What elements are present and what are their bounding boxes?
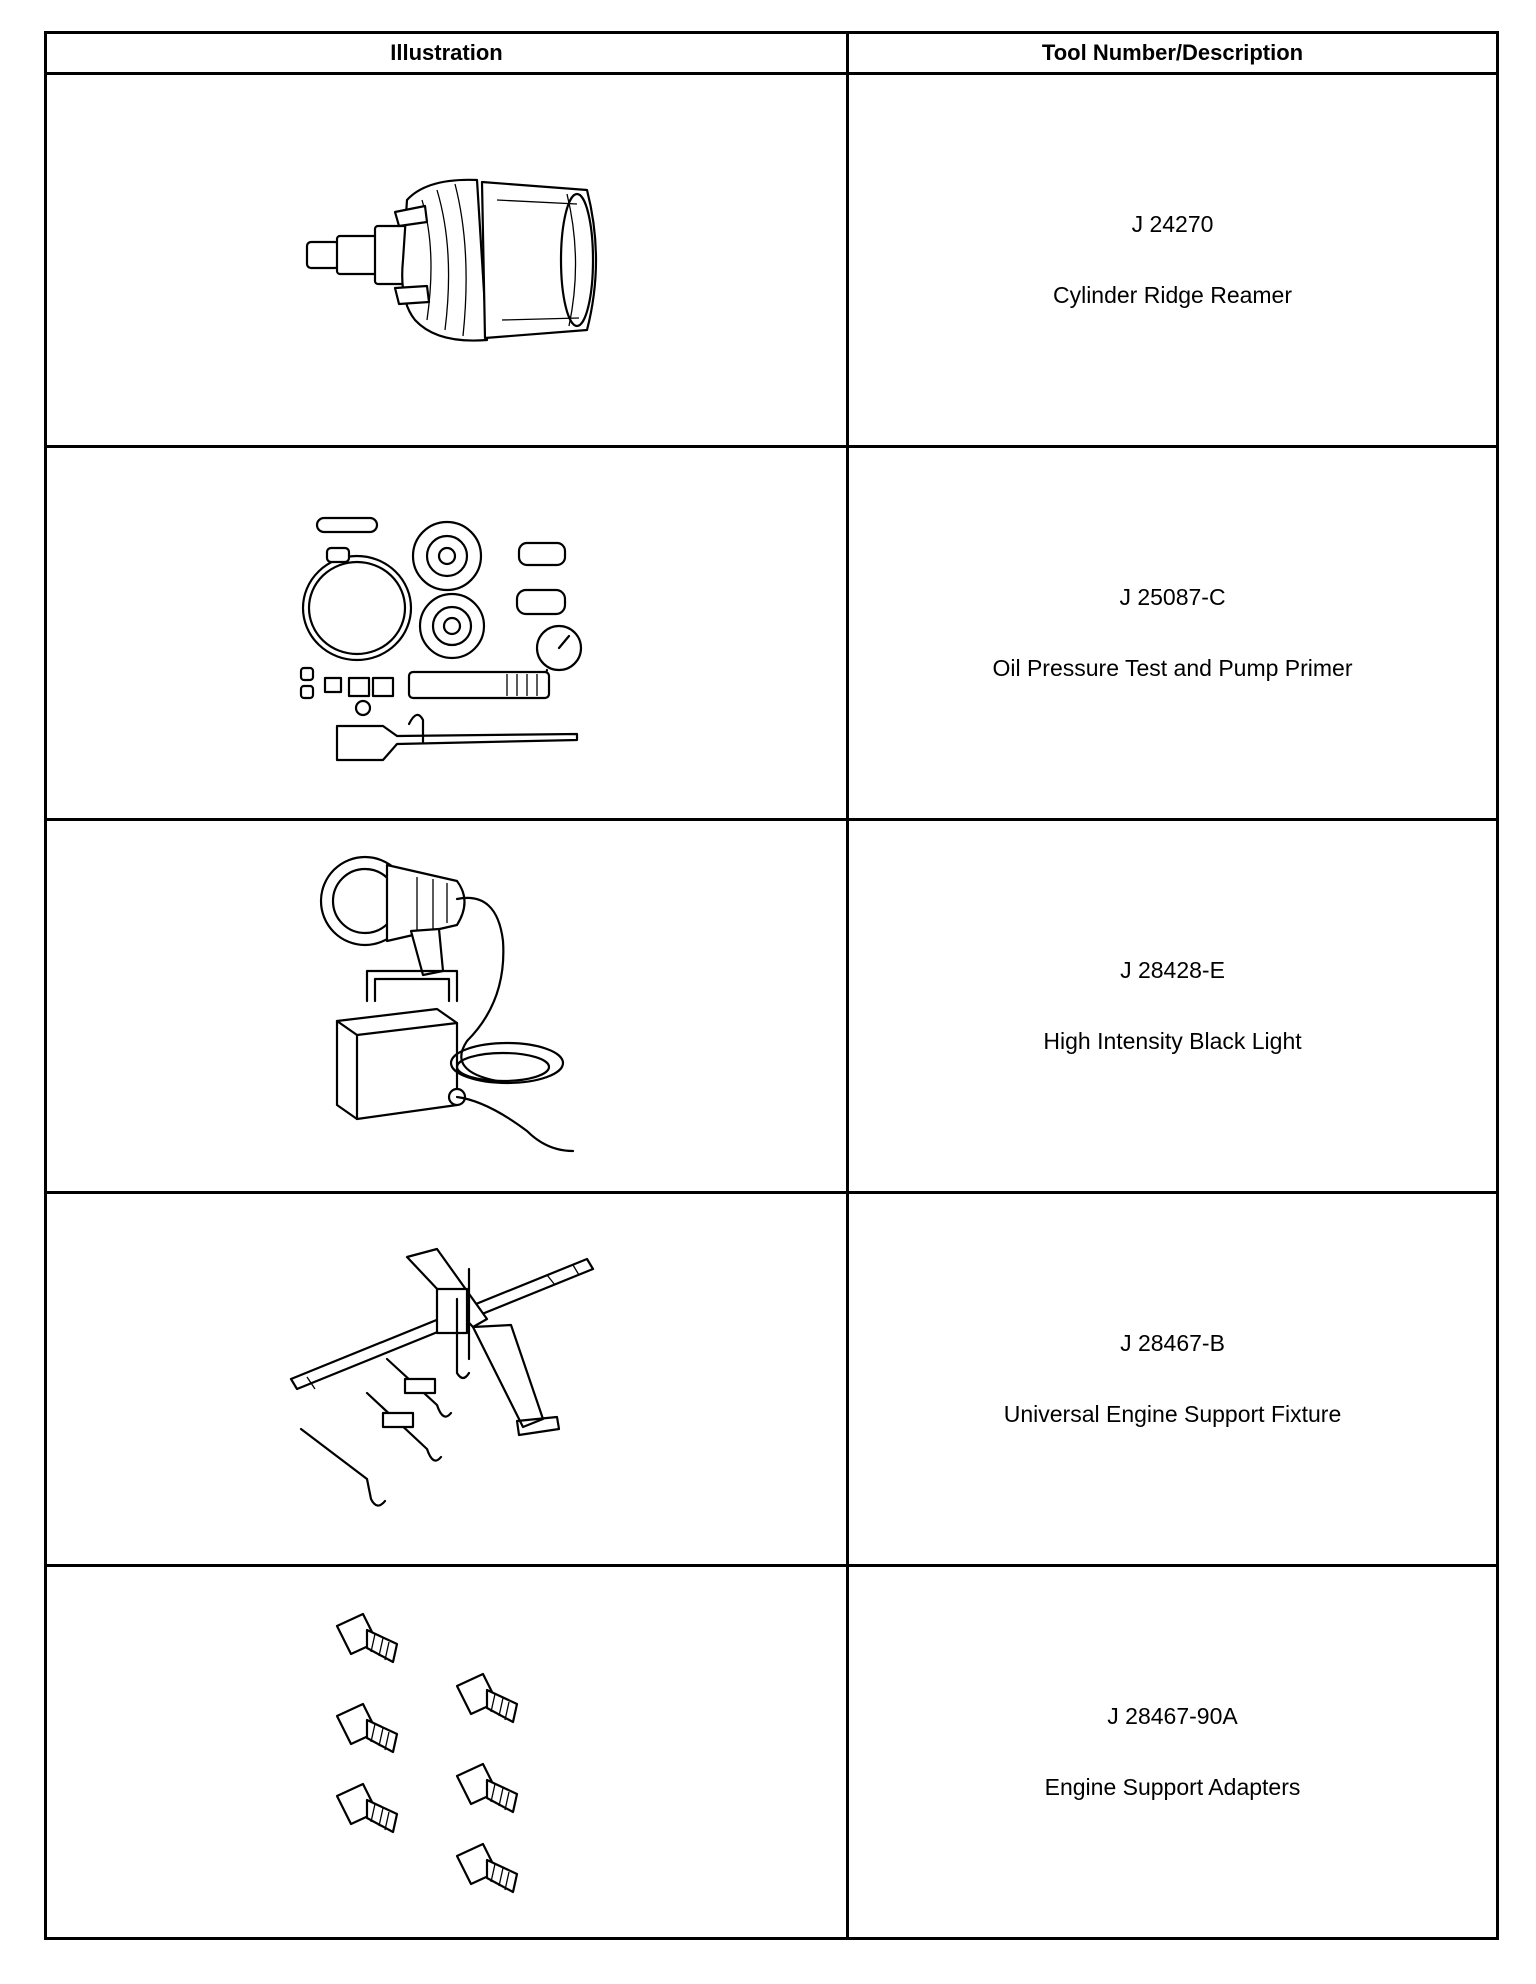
tool-description: Engine Support Adapters (1044, 1774, 1301, 1800)
ridge-reamer-illustration (305, 178, 597, 342)
illustration-cell (44, 1564, 849, 1940)
adapter-bolt (455, 1672, 518, 1724)
tool-number: J 28467-B (1120, 1330, 1225, 1356)
tool-description: Universal Engine Support Fixture (1003, 1401, 1342, 1427)
illustration-cell (44, 445, 849, 821)
illustration-cell (44, 1191, 849, 1567)
adapter-bolt (455, 1842, 518, 1894)
illustration-cell (44, 72, 849, 448)
adapter-bolt (335, 1782, 398, 1834)
table-row: J 24270 Cylinder Ridge Reamer (44, 72, 1499, 448)
table-row: J 25087-C Oil Pressure Test and Pump Pri… (44, 445, 1499, 821)
tool-description: Oil Pressure Test and Pump Primer (992, 655, 1353, 681)
tool-number: J 28467-90A (1107, 1703, 1238, 1729)
tool-description: High Intensity Black Light (1043, 1028, 1302, 1054)
tool-cell: J 28467-B Universal Engine Support Fixtu… (846, 1191, 1499, 1567)
tool-number: J 28428-E (1120, 957, 1225, 983)
tool-cell: J 28467-90A Engine Support Adapters (846, 1564, 1499, 1940)
table-row: J 28428-E High Intensity Black Light (44, 818, 1499, 1194)
tool-cell: J 24270 Cylinder Ridge Reamer (846, 72, 1499, 448)
adapter-bolt (335, 1612, 398, 1664)
header-illustration: Illustration (44, 31, 849, 75)
tool-cell: J 28428-E High Intensity Black Light (846, 818, 1499, 1194)
engine-adapters-illustration (335, 1612, 518, 1894)
tool-cell: J 25087-C Oil Pressure Test and Pump Pri… (846, 445, 1499, 821)
table-header-row: Illustration Tool Number/Description (44, 31, 1499, 75)
tool-number: J 25087-C (1119, 584, 1226, 610)
adapter-bolt (335, 1702, 398, 1754)
adapter-bolt (455, 1762, 518, 1814)
black-light-illustration (319, 855, 574, 1153)
table-row: J 28467-B Universal Engine Support Fixtu… (44, 1191, 1499, 1567)
special-tools-table: Illustration Tool Number/Description (44, 31, 1499, 1940)
header-tool-number-description: Tool Number/Description (846, 31, 1499, 75)
illustration-cell (44, 818, 849, 1194)
tool-description: Cylinder Ridge Reamer (1052, 282, 1293, 308)
table-row: J 28467-90A Engine Support Adapters (44, 1564, 1499, 1940)
tool-number: J 24270 (1131, 211, 1214, 237)
oil-pressure-kit-illustration (299, 516, 582, 762)
engine-support-fixture-illustration (289, 1247, 594, 1507)
